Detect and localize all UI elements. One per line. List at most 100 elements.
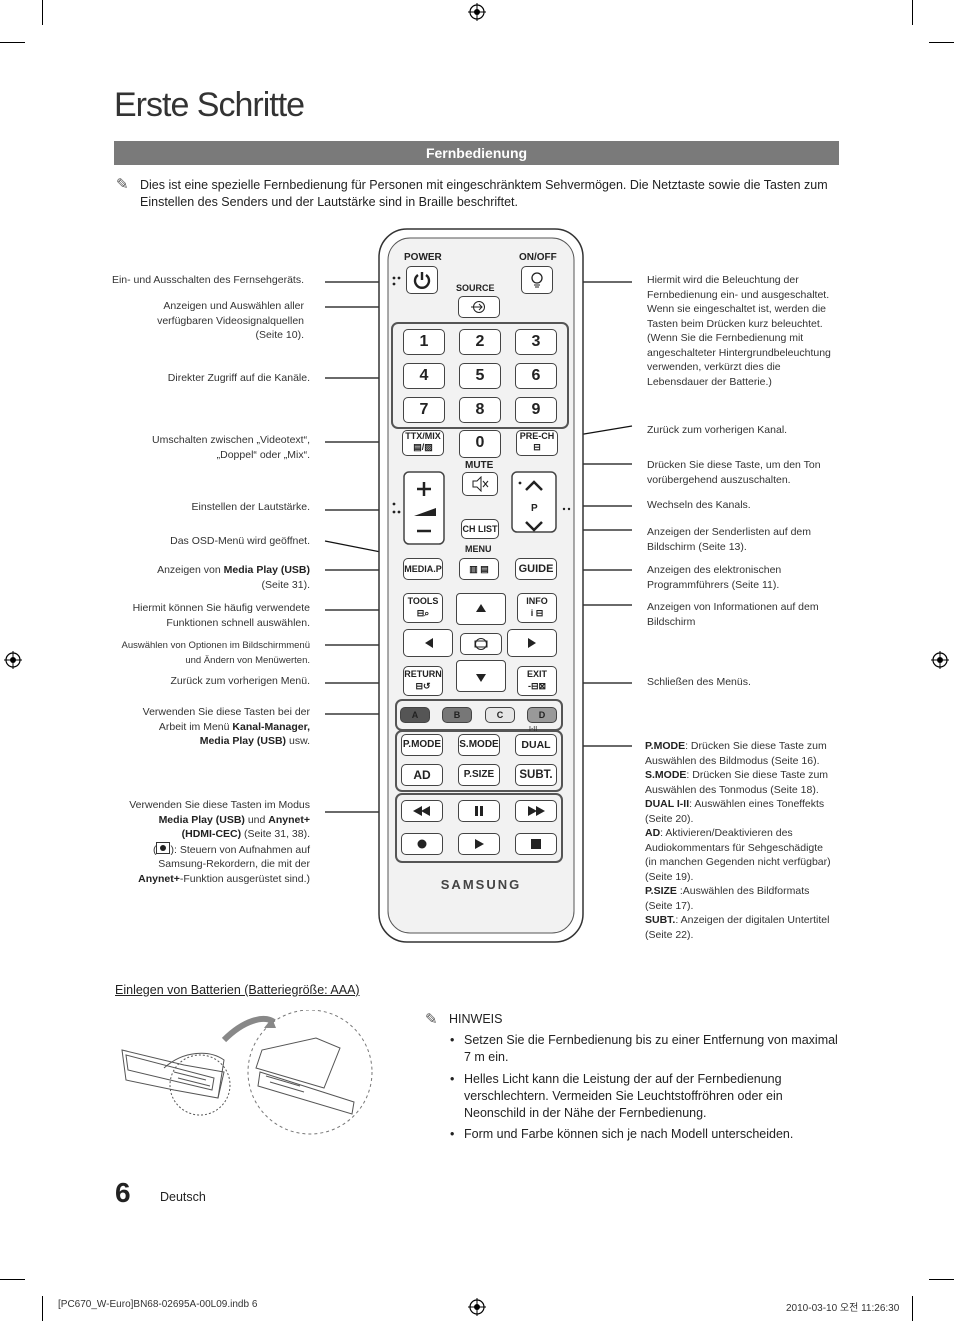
footer-date: 2010-03-10 오전 11:26:30 [786,1303,900,1314]
footer-file: [PC670_W-Euro]BN68-02695A-00L09.indb 6 [58,1299,258,1310]
label-channel: Wechseln des Kanals. [647,499,751,511]
label-prech: Zurück zum vorherigen Kanal. [647,424,788,436]
digit-1-button[interactable]: 1 [403,329,445,355]
tools-button[interactable]: TOOLS⊟⌕ [403,593,443,623]
crop-mark [929,1279,954,1280]
digit-5-button[interactable]: 5 [459,363,501,389]
power-label: POWER [404,252,442,263]
return-button[interactable]: RETURN⊟↺ [403,666,443,696]
label-menu: Das OSD-Menü wird geöffnet. [170,535,310,547]
play-button[interactable] [458,833,500,855]
exit-icon: -⊟⊠ [527,681,547,691]
battery-heading: Einlegen von Batterien (Batteriegröße: A… [115,983,360,997]
bullet-dot: • [450,1072,455,1086]
nav-ok-button[interactable] [460,633,502,655]
digit-3-button[interactable]: 3 [515,329,557,355]
digit-2-button[interactable]: 2 [459,329,501,355]
ad-button[interactable]: AD [401,764,443,786]
nav-left-button[interactable] [403,629,453,657]
power-button[interactable] [406,266,438,294]
nav-right-button[interactable] [507,629,557,657]
stop-button[interactable] [515,833,557,855]
remote-control: POWER ON/OFF SOURCE 1 2 3 4 5 6 7 8 9 TT… [378,228,584,943]
registration-mark-icon [468,3,486,21]
volume-icon [414,482,436,533]
nav-up-button[interactable] [456,593,506,625]
color-key-b-button[interactable]: B [442,707,472,723]
chlist-button[interactable]: CH LIST [461,519,499,539]
dual-sub-label: I-II [529,726,538,733]
onoff-button[interactable] [521,266,553,294]
note-pencil-icon: ✎ [425,1011,438,1028]
menu-icon: ▥ ▤ [469,564,489,574]
label-media: Anzeigen von Media Play (USB)(Seite 31). [157,564,310,591]
enter-icon [474,638,488,650]
source-button[interactable] [458,296,500,318]
pause-icon [475,806,483,816]
note-title: HINWEIS [449,1012,503,1026]
mute-speaker-icon [472,475,489,493]
fast-forward-button[interactable] [515,800,557,822]
arrow-down-icon [476,674,486,682]
digit-0-button[interactable]: 0 [459,430,501,458]
psize-button[interactable]: P.SIZE [458,764,500,786]
mute-button[interactable] [462,472,498,496]
pmode-button[interactable]: P.MODE [401,734,443,756]
crop-mark [42,0,43,25]
digit-9-button[interactable]: 9 [515,397,557,423]
record-dot-icon [417,839,427,849]
color-key-c-button[interactable]: C [485,707,515,723]
play-icon [475,839,484,849]
registration-mark-icon [4,651,22,669]
registration-mark-icon [468,1298,486,1316]
pause-button[interactable] [458,800,500,822]
return-icon: ⊟↺ [415,681,431,691]
crop-mark [42,1296,43,1321]
label-volume: Einstellen der Lautstärke. [191,501,310,513]
record-button[interactable] [401,833,443,855]
color-key-a-button[interactable]: A [400,707,430,723]
fast-forward-icon [528,806,545,816]
label-return: Zurück zum vorherigen Menü. [170,675,310,687]
onoff-label: ON/OFF [519,252,557,263]
note-bullet: •Setzen Sie die Fernbedienung bis zu ein… [450,1033,838,1064]
crop-mark [0,42,25,43]
digit-6-button[interactable]: 6 [515,363,557,389]
mute-label: MUTE [465,460,494,471]
battery-insertion-illustration [121,1010,373,1135]
section-header: Fernbedienung [114,141,839,165]
exit-button[interactable]: EXIT-⊟⊠ [517,666,557,696]
page-language: Deutsch [160,1190,206,1204]
bullet-dot: • [450,1127,455,1141]
nav-down-button[interactable] [456,660,506,692]
prech-button[interactable]: PRE-CH⊟ [516,430,558,456]
smode-button[interactable]: S.MODE [458,734,500,756]
note-bullet: •Form und Farbe können sich je nach Mode… [450,1127,794,1141]
guide-button[interactable]: GUIDE [515,558,557,580]
registration-mark-icon [931,651,949,669]
ttx-mix-button[interactable]: TTX/MIX▤/▨ [402,430,444,456]
mediap-button[interactable]: MEDIA.P [403,558,443,580]
digit-8-button[interactable]: 8 [459,397,501,423]
menu-button[interactable]: ▥ ▤ [459,558,499,580]
tools-icon: ⊟⌕ [416,608,430,618]
bullet-dot: • [450,1033,455,1047]
digit-4-button[interactable]: 4 [403,363,445,389]
digit-7-button[interactable]: 7 [403,397,445,423]
channel-up-down-icon [525,480,543,532]
dual-button[interactable]: DUAL [515,734,557,756]
rewind-button[interactable] [401,800,443,822]
crop-mark [912,0,913,25]
rewind-icon [413,806,430,816]
input-icon [471,301,485,313]
ttx-icon: ▤/▨ [413,442,433,452]
color-key-d-button[interactable]: D [527,707,557,723]
info-icon: i ⊟ [530,608,544,618]
prech-icon: ⊟ [533,442,541,452]
subt-button[interactable]: SUBT. [515,764,557,786]
label-numbers: Direkter Zugriff auf die Kanäle. [167,372,310,384]
crop-mark [912,1296,913,1321]
